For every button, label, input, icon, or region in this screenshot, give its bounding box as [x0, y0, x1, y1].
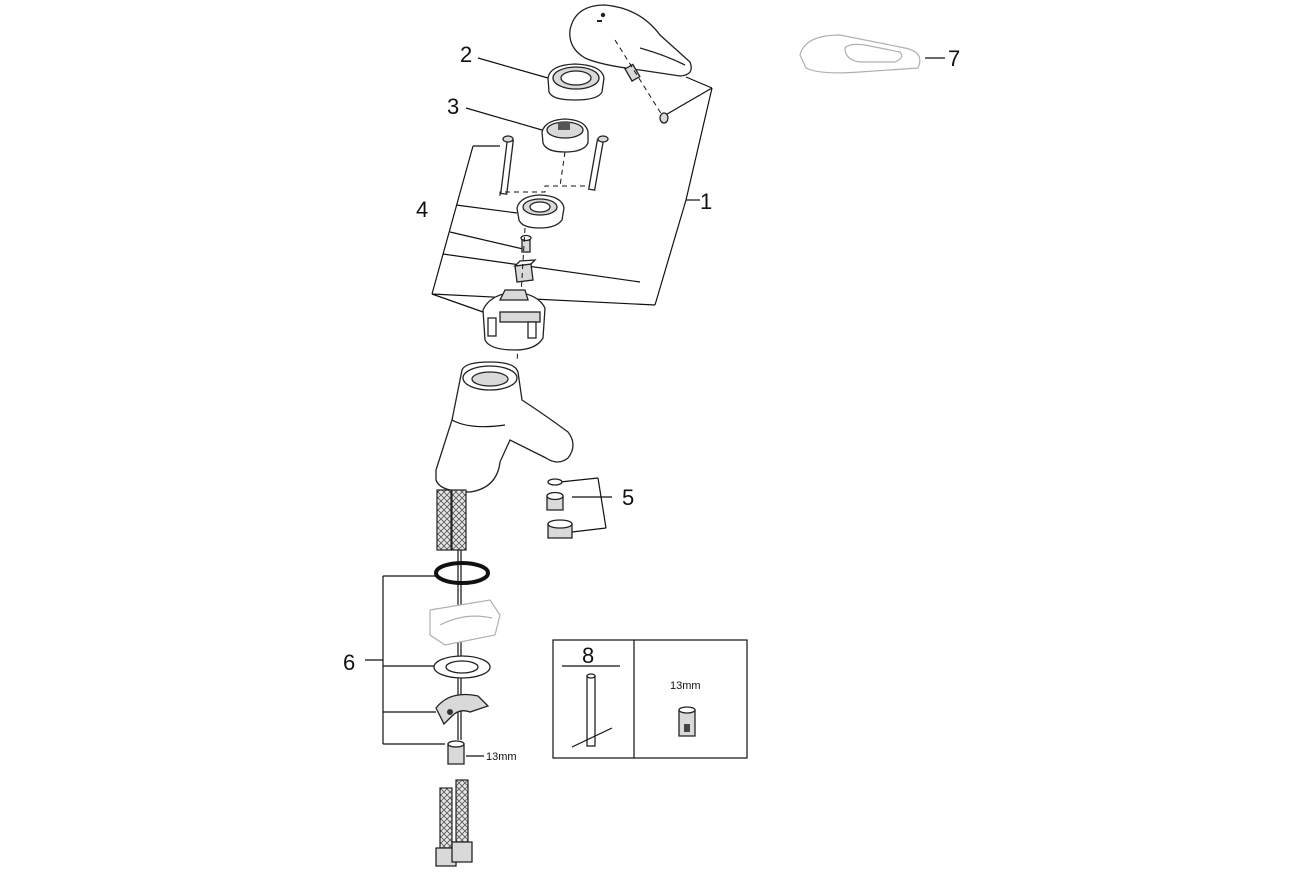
callout-1: 1: [700, 189, 712, 214]
tool-nut-part: [678, 706, 696, 737]
cap-part: [547, 63, 605, 101]
leader-line-2: [477, 57, 549, 79]
spare-lever-part: [799, 34, 921, 74]
dome-part: [541, 118, 589, 153]
supply-hose-upper: [436, 489, 467, 551]
aerator-parts: [546, 478, 573, 539]
long-screw-right: [587, 135, 609, 191]
tool-box: [552, 639, 748, 759]
washer-part: [433, 655, 491, 679]
callout-4: 4: [416, 197, 428, 222]
horseshoe-plate-part: [435, 693, 490, 726]
group-bracket-1: [431, 76, 713, 306]
screw-guide-dashes: [499, 185, 590, 196]
countertop-ghost: [429, 599, 501, 646]
lever-handle-part: [569, 4, 692, 77]
small-screw-part: [520, 234, 532, 253]
callout-6: 6: [343, 650, 355, 675]
o-ring-part: [434, 561, 490, 585]
faucet-body-part: [435, 361, 574, 493]
leader-line-3: [465, 107, 543, 131]
callout-8: 8: [582, 643, 594, 668]
supply-hose-lower: [435, 779, 473, 867]
callout-2: 2: [460, 42, 472, 67]
group-bracket-5: [559, 477, 612, 533]
group-bracket-6: [365, 575, 445, 745]
callout-7: 7: [948, 46, 960, 71]
grub-screw-part: [614, 39, 669, 124]
callout-3: 3: [447, 94, 459, 119]
tool-nut-size-label: 13mm: [670, 680, 701, 692]
mounting-nut-part: [447, 740, 465, 765]
cartridge-part: [482, 289, 546, 351]
mounting-tool-part: [571, 673, 613, 748]
nut-size-label: 13mm: [486, 751, 517, 763]
adapter-nut-part: [513, 259, 537, 283]
long-screw-left: [500, 135, 514, 195]
callout-5: 5: [622, 485, 634, 510]
group-bracket-4: [431, 145, 641, 313]
retaining-ring-part: [516, 194, 565, 229]
